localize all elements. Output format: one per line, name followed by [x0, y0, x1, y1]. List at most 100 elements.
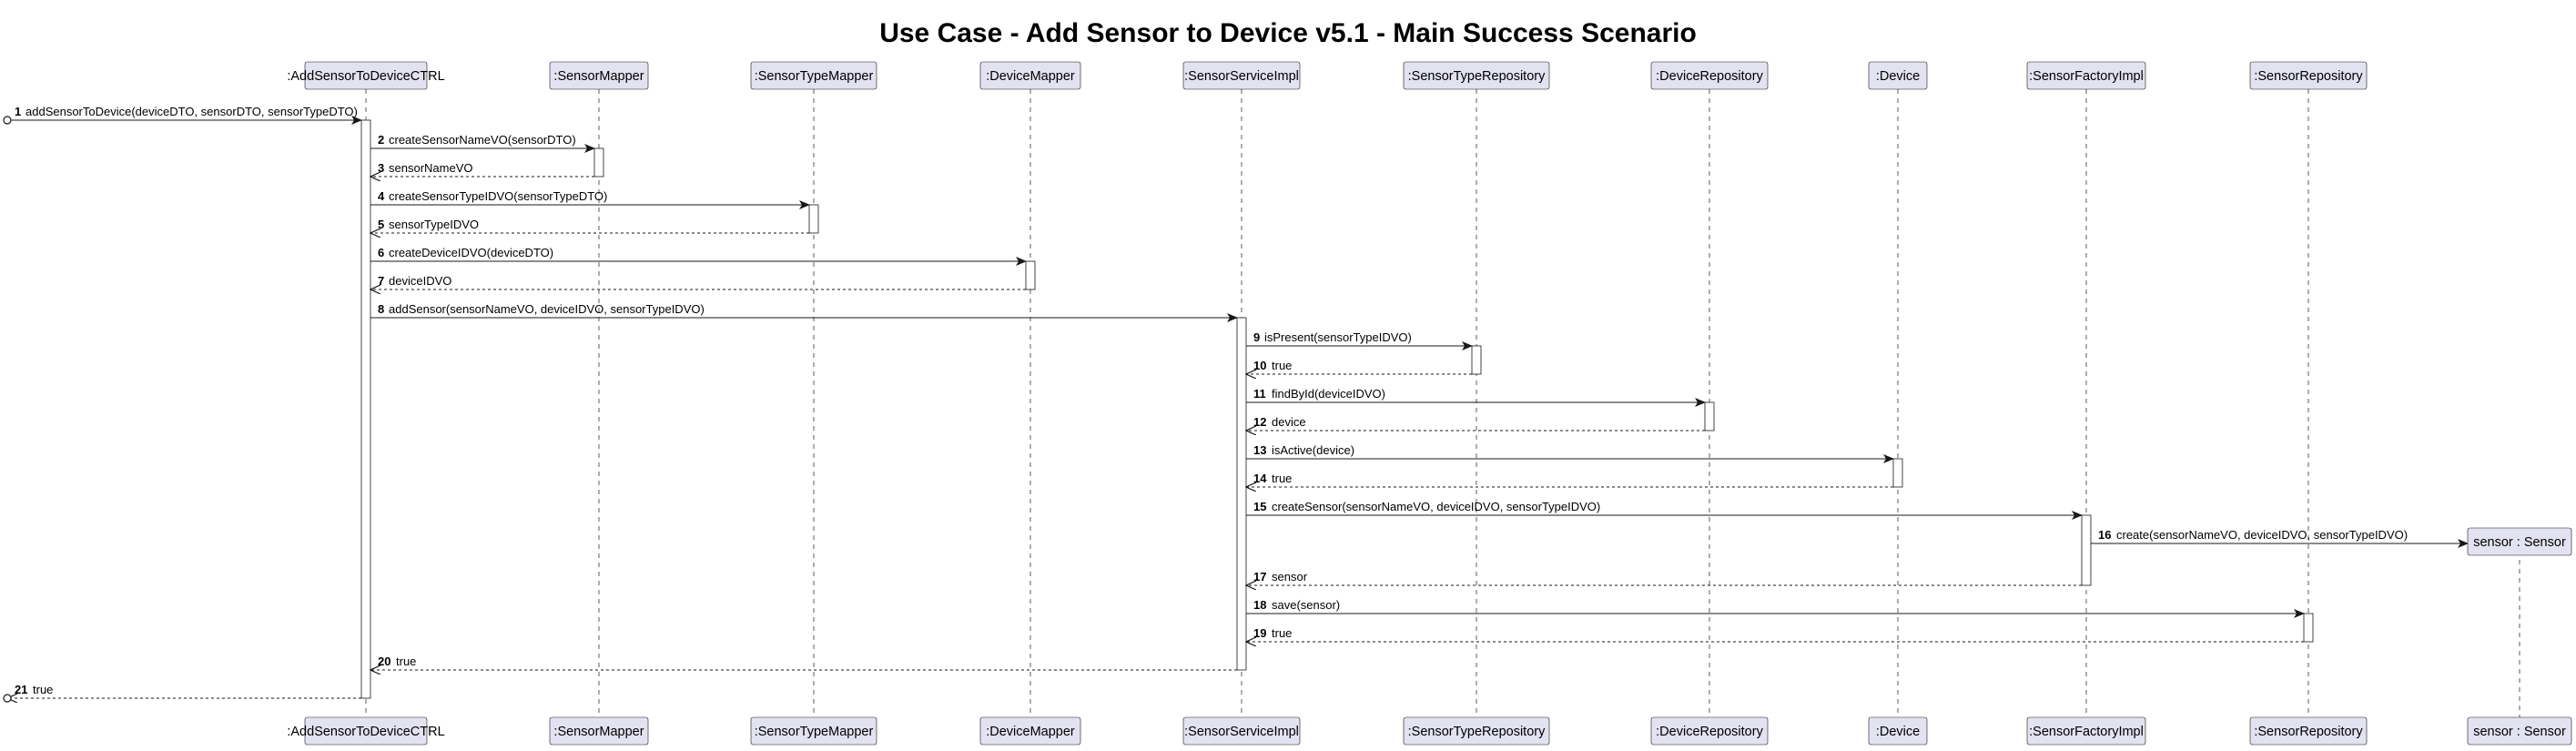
message-label: save(sensor) — [1272, 598, 1340, 612]
message-17: 17 sensor — [1246, 570, 2082, 585]
participant-box — [1650, 61, 1769, 90]
message-number: 20 — [378, 655, 390, 668]
participant-ctrl-bottom: :AddSensorToDeviceCTRL — [287, 716, 445, 746]
message-number: 6 — [378, 246, 384, 259]
participant-label: :SensorMapper — [553, 725, 644, 739]
found-message-circle — [3, 116, 12, 125]
message-4: 4 createSensorTypeIDVO(sensorTypeDTO) — [370, 189, 810, 209]
participant-box — [979, 716, 1081, 746]
participant-box — [1403, 716, 1550, 746]
activation-bar-sfi — [2081, 514, 2092, 586]
participant-box — [1868, 716, 1928, 746]
participant-label: :SensorServiceImpl — [1184, 69, 1299, 84]
participant-dev-bottom: :Device — [1868, 716, 1928, 746]
participant-box — [304, 716, 428, 746]
participant-label: :DeviceMapper — [986, 725, 1075, 739]
message-number: 10 — [1253, 359, 1266, 372]
participant-stm-top: :SensorTypeMapper — [750, 61, 877, 90]
message-number: 14 — [1253, 472, 1267, 485]
participant-box — [979, 61, 1081, 90]
message-number: 8 — [378, 302, 384, 316]
message-label: sensorNameVO — [389, 161, 472, 175]
message-12: 12 device — [1246, 415, 1705, 431]
participant-box — [1403, 61, 1550, 90]
participant-label: :DeviceMapper — [986, 69, 1075, 84]
participant-snm-bottom: :SensorMapper — [549, 716, 649, 746]
participant-dm-bottom: :DeviceMapper — [979, 716, 1081, 746]
participant-box — [750, 61, 877, 90]
message-label: createSensorTypeIDVO(sensorTypeDTO) — [389, 189, 607, 203]
participant-label: :SensorMapper — [553, 69, 644, 84]
message-number: 18 — [1253, 598, 1266, 612]
participant-box — [2467, 527, 2572, 556]
activation-bar-dev — [1892, 458, 1903, 488]
message-number: 1 — [15, 105, 21, 118]
message-number: 3 — [378, 161, 384, 175]
participant-label: :AddSensorToDeviceCTRL — [287, 69, 444, 84]
lifelines — [365, 89, 2520, 717]
participant-label: :SensorRepository — [2254, 725, 2363, 739]
message-label: true — [33, 683, 53, 696]
participant-label: :DeviceRepository — [1656, 725, 1763, 739]
message-label: sensorTypeIDVO — [389, 218, 479, 231]
message-label: sensor — [1272, 570, 1308, 584]
participant-label: sensor : Sensor — [2473, 535, 2566, 550]
participant-label: :SensorTypeMapper — [755, 725, 874, 739]
participant-label: :Device — [1876, 69, 1920, 84]
message-number: 4 — [378, 189, 385, 203]
message-number: 16 — [2098, 528, 2111, 542]
message-label: true — [1272, 626, 1292, 640]
participant-box — [304, 61, 428, 90]
message-label: device — [1272, 415, 1306, 429]
message-18: 18 save(sensor) — [1246, 598, 2305, 618]
message-20: 20 true — [370, 655, 1237, 670]
message-number: 17 — [1253, 570, 1266, 584]
participant-box — [1182, 61, 1301, 90]
message-label: findById(deviceIDVO) — [1272, 387, 1385, 401]
message-number: 12 — [1253, 415, 1266, 429]
participant-dm-top: :DeviceMapper — [979, 61, 1081, 90]
participant-sr-top: :SensorRepository — [2249, 61, 2368, 90]
message-number: 2 — [378, 133, 384, 147]
participant-dev-top: :Device — [1868, 61, 1928, 90]
participant-snm-top: :SensorMapper — [549, 61, 649, 90]
participant-label: :SensorFactoryImpl — [2029, 725, 2144, 739]
diagram-title: Use Case - Add Sensor to Device v5.1 - M… — [879, 18, 1697, 48]
participant-label: :SensorTypeRepository — [1408, 69, 1546, 84]
participant-sen-created: sensor : Sensor — [2467, 527, 2572, 556]
message-16: 16 create(sensorNameVO, deviceIDVO, senso… — [2091, 528, 2469, 548]
participant-box — [1650, 716, 1769, 746]
message-label: true — [396, 655, 416, 668]
participant-box — [750, 716, 877, 746]
message-label: createSensor(sensorNameVO, deviceIDVO, s… — [1272, 500, 1600, 513]
message-label: create(sensorNameVO, deviceIDVO, sensorT… — [2116, 528, 2408, 542]
participant-label: :AddSensorToDeviceCTRL — [287, 725, 444, 739]
participant-label: :Device — [1876, 725, 1920, 739]
participant-box — [2026, 716, 2146, 746]
participant-ssi-bottom: :SensorServiceImpl — [1182, 716, 1301, 746]
participant-label: :SensorTypeRepository — [1408, 725, 1546, 739]
participant-ssi-top: :SensorServiceImpl — [1182, 61, 1301, 90]
participant-label: :SensorRepository — [2254, 69, 2363, 84]
message-label: isPresent(sensorTypeIDVO) — [1264, 330, 1412, 344]
activation-bar-ssi — [1236, 317, 1247, 671]
message-number: 13 — [1253, 443, 1266, 457]
participant-box — [1868, 61, 1928, 90]
message-number: 9 — [1253, 330, 1260, 344]
participant-box — [2467, 716, 2572, 746]
participant-label: :DeviceRepository — [1656, 69, 1763, 84]
participant-sfi-bottom: :SensorFactoryImpl — [2026, 716, 2146, 746]
participant-sen-bottom: sensor : Sensor — [2467, 716, 2572, 746]
participant-label: :SensorServiceImpl — [1184, 725, 1299, 739]
participant-label: :SensorFactoryImpl — [2029, 69, 2144, 84]
